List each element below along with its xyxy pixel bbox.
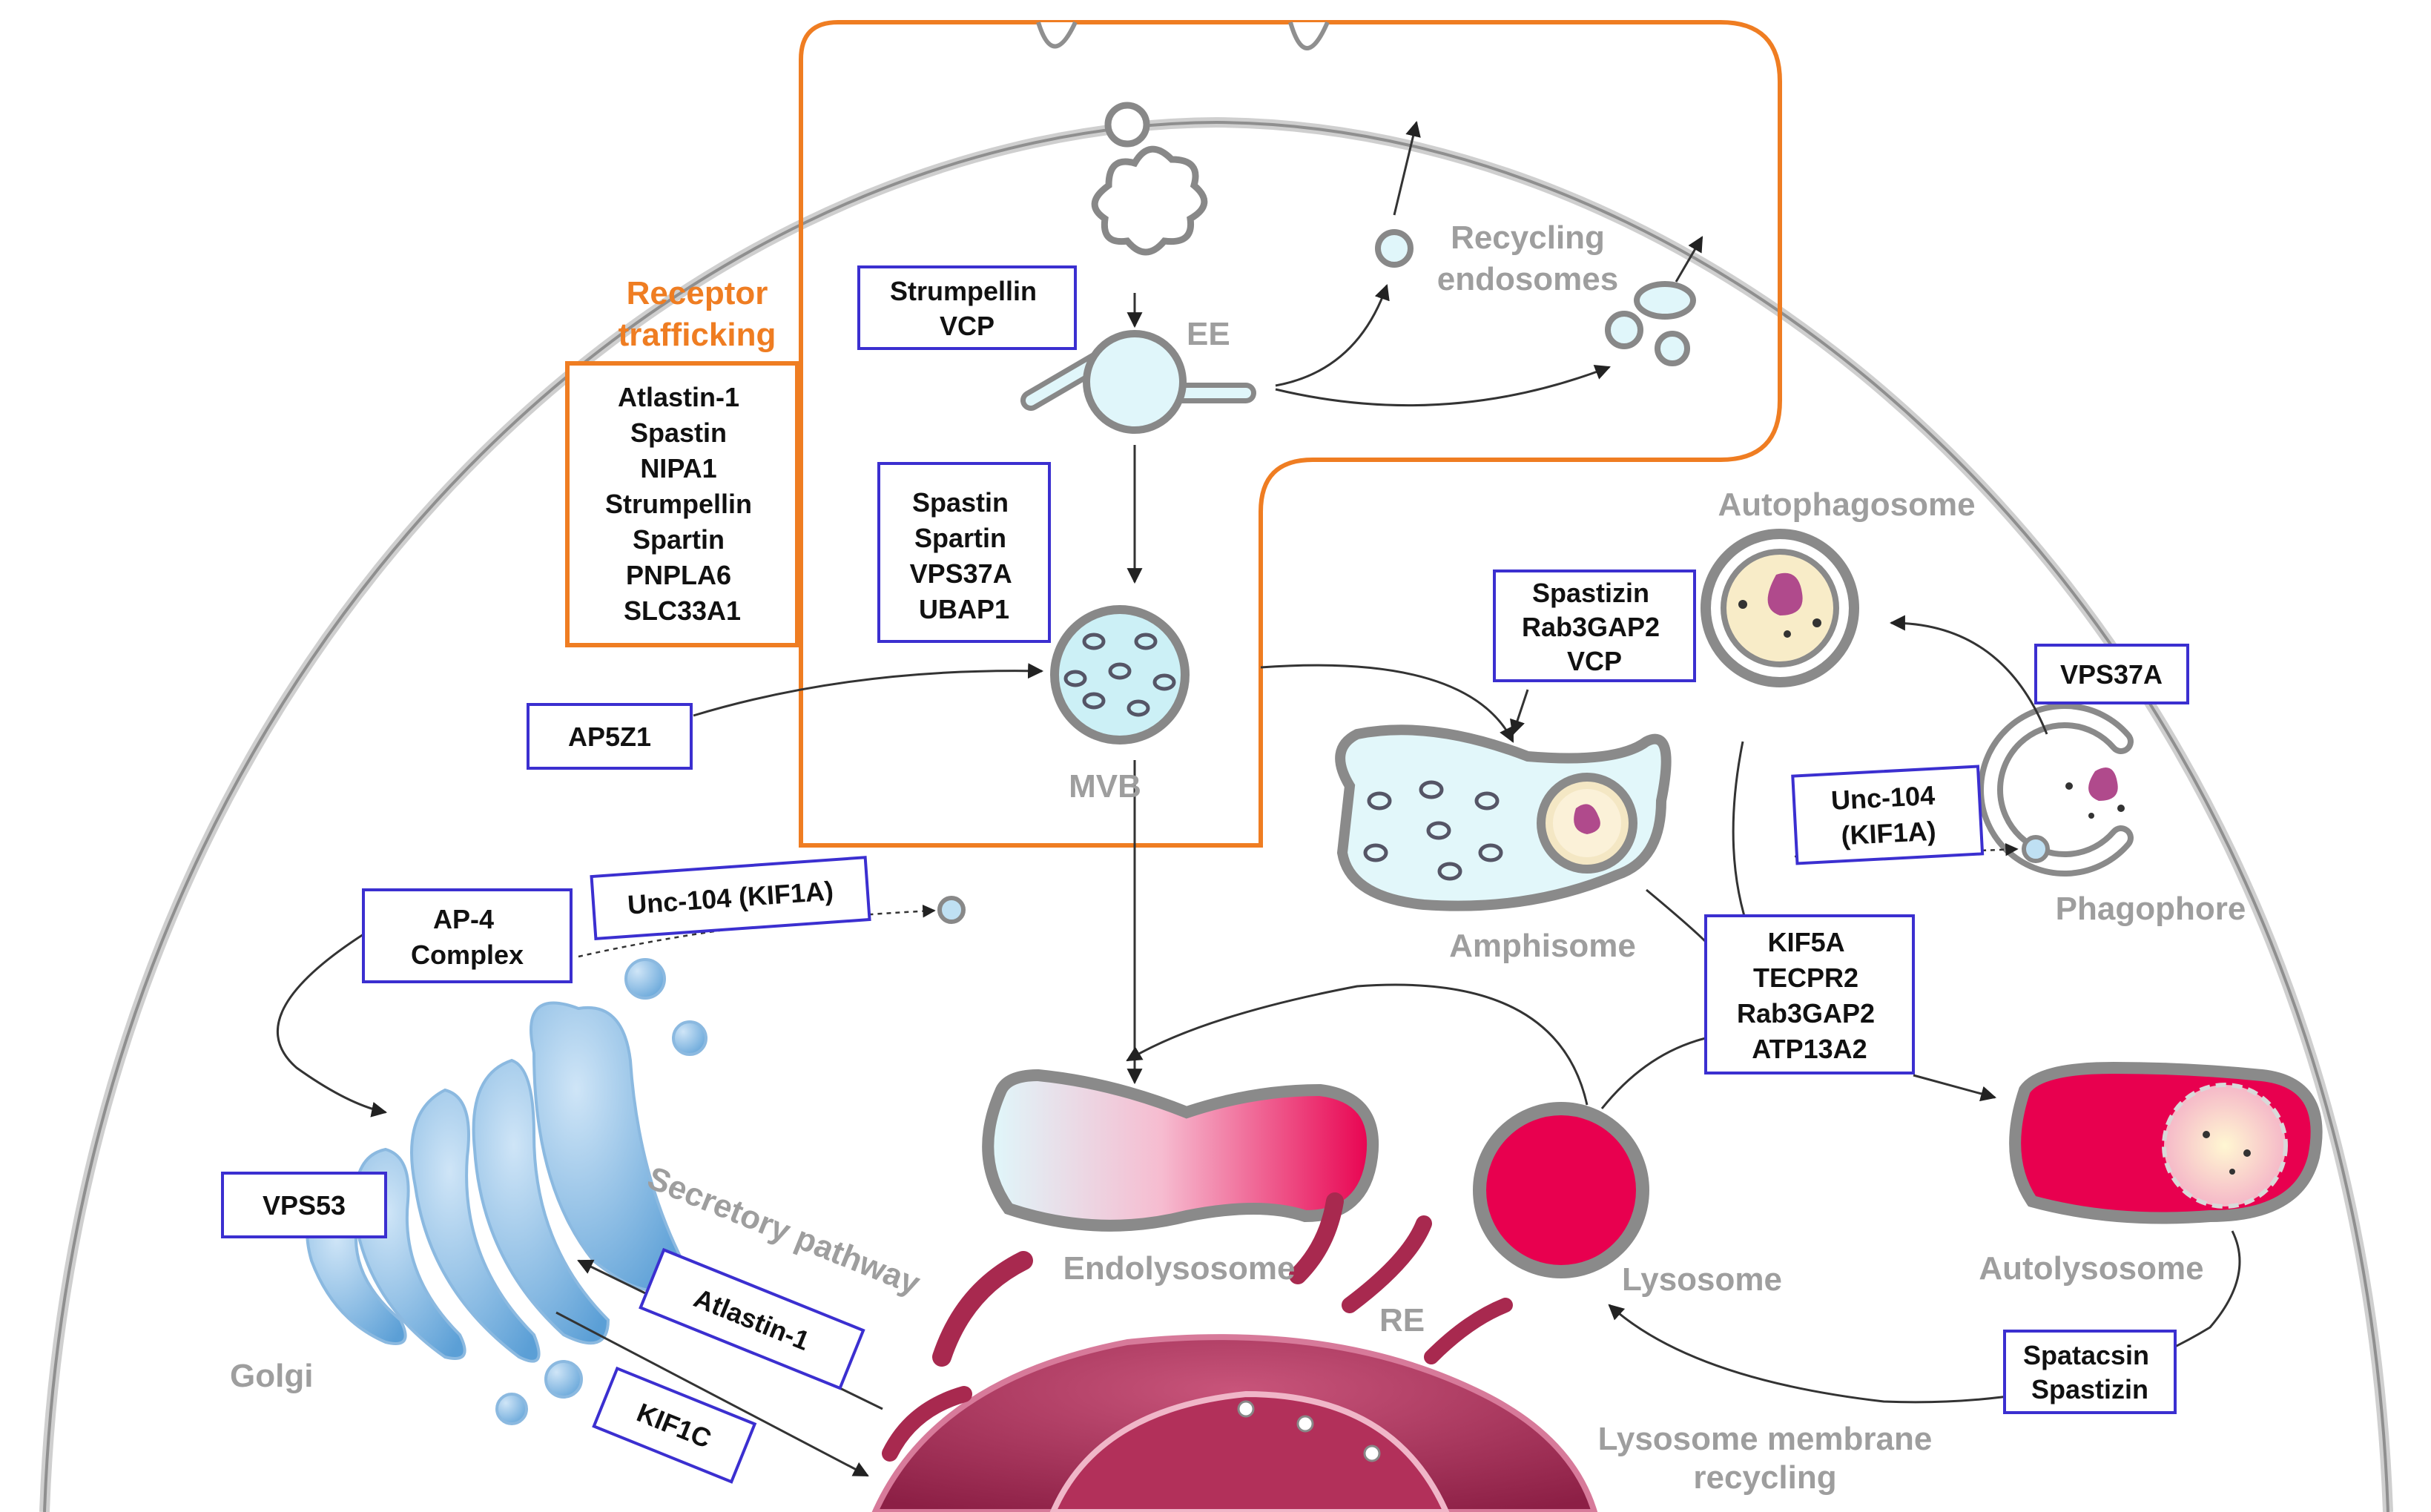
amphisome-shape (1335, 724, 1672, 911)
spatacsin-group-box: Spatacsin Spastizin (2003, 1330, 2177, 1414)
lysosome-label: Lysosome (1622, 1261, 1782, 1298)
autolysosome-label: Autolysosome (1979, 1250, 2203, 1287)
recycling-vesicle (1655, 331, 1690, 366)
svg-text:Spastizin Rab3GAP2: Spastizin Rab3GAP2 VCP (1522, 578, 1667, 676)
recycling-vesicle (1605, 311, 1643, 349)
mvb-label: MVB (1069, 768, 1141, 805)
golgi-label: Golgi (230, 1358, 313, 1394)
spastizin-group-box: Spastizin Rab3GAP2 VCP (1493, 570, 1696, 682)
receptor-genes-box: Atlastin-1 Spastin NIPA1 Strumpellin Spa… (565, 361, 799, 647)
endoplasmic-reticulum-shape (871, 1192, 1598, 1512)
receptor-trafficking-region (799, 20, 1782, 848)
unc104-left-box: Unc-104 (KIF1A) (590, 856, 871, 940)
spastin-group-box: Spastin Spartin VPS37A UBAP1 (877, 462, 1051, 643)
kif1a-vesicle-left (937, 896, 966, 924)
phagophore-shape (1978, 703, 2134, 877)
autophagosome-label: Autophagosome (1718, 486, 1975, 523)
svg-text:Strumpellin VCP: Strumpellin VCP (890, 276, 1044, 341)
unc104-right-box: Unc-104 (KIF1A) (1791, 765, 1985, 865)
recycling-vesicle (1634, 281, 1696, 320)
ee-label: EE (1187, 316, 1230, 352)
svg-text:Spatacsin Spastizin: Spatacsin Spastizin (2023, 1340, 2157, 1404)
vps37a-box: VPS37A (2034, 644, 2189, 704)
kif5a-group-box: KIF5A TECPR2 Rab3GAP2 ATP13A2 (1704, 914, 1915, 1074)
early-endosome-shape (1020, 330, 1256, 434)
autophagosome-shape (1701, 529, 1859, 687)
kif1a-vesicle-right (2022, 835, 2050, 863)
kif1c-box: KIF1C (592, 1366, 757, 1484)
ap4-complex-box: AP-4 Complex (362, 888, 573, 983)
ap5z1-box: AP5Z1 (527, 703, 693, 770)
endocytic-vesicle (1104, 102, 1150, 148)
svg-text:Spastin Spartin VP: Spastin Spartin VPS37A UBAP1 (910, 487, 1019, 624)
svg-text:Unc-104 (KIF1A): Unc-104 (KIF1A) (1830, 779, 1945, 851)
endolysosome-shape (982, 1069, 1379, 1232)
endolysosome-label: Endolysosome (1063, 1250, 1296, 1287)
lysosome-shape (1473, 1102, 1649, 1278)
atlastin1-box: Atlastin-1 (639, 1247, 865, 1390)
svg-text:Atlastin-1 Spastin: Atlastin-1 Spastin NIPA1 Strumpellin Spa… (605, 382, 759, 626)
endocytic-cluster-vesicle (1091, 145, 1208, 256)
re-label: RE (1379, 1302, 1425, 1338)
amphisome-label: Amphisome (1449, 928, 1636, 964)
svg-text:AP5Z1: AP5Z1 (568, 722, 651, 752)
svg-text:VPS37A: VPS37A (2060, 659, 2163, 690)
svg-text:KIF5A TECPR2 Rab3G: KIF5A TECPR2 Rab3GAP2 ATP13A2 (1737, 927, 1882, 1064)
svg-text:AP-4 Complex: AP-4 Complex (411, 904, 524, 970)
strumpellin-vcp-box: Strumpellin VCP (857, 265, 1077, 350)
golgi-shape (306, 958, 707, 1425)
autolysosome-shape (2009, 1061, 2323, 1224)
recycling-vesicle (1375, 229, 1414, 268)
vps53-box: VPS53 (221, 1172, 387, 1238)
svg-text:VPS53: VPS53 (263, 1190, 346, 1221)
mvb-shape (1050, 605, 1190, 745)
phagophore-label: Phagophore (2056, 891, 2246, 927)
